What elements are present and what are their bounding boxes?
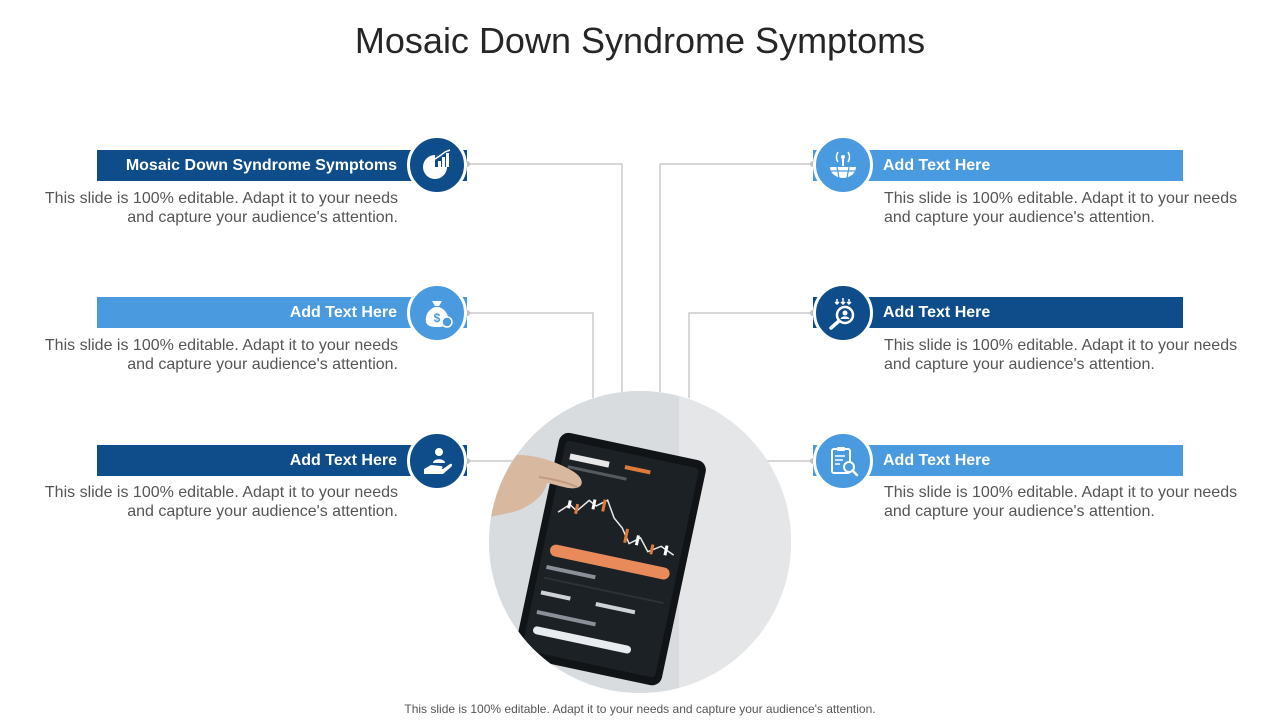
tablet-trading-chart-photo — [489, 391, 791, 693]
hand-person-icon — [424, 448, 453, 474]
item-5-heading: Add Text Here — [813, 297, 1183, 328]
item-3-icon-circle — [407, 431, 467, 491]
item-1-icon-circle — [407, 135, 467, 195]
item-4-heading: Add Text Here — [813, 150, 1183, 181]
money-bag-icon: $ — [425, 301, 453, 328]
item-6-description: This slide is 100% editable. Adapt it to… — [884, 484, 1238, 520]
item-2-description: This slide is 100% editable. Adapt it to… — [44, 337, 398, 373]
globe-signal-icon — [830, 151, 856, 179]
connector-line-2 — [467, 312, 594, 398]
connector-line-5 — [688, 312, 813, 398]
growth-chart-icon — [423, 149, 451, 179]
item-6-heading: Add Text Here — [813, 445, 1183, 476]
item-3-heading: Add Text Here — [97, 445, 467, 476]
connector-line-4 — [659, 163, 813, 392]
item-2-icon-circle: $ — [407, 283, 467, 343]
slide-title: Mosaic Down Syndrome Symptoms — [354, 20, 926, 61]
item-1-description: This slide is 100% editable. Adapt it to… — [44, 190, 398, 226]
item-2-heading: Add Text Here — [97, 297, 467, 328]
svg-text:$: $ — [434, 311, 441, 325]
footer-note: This slide is 100% editable. Adapt it to… — [404, 702, 876, 716]
item-1-heading: Mosaic Down Syndrome Symptoms — [97, 150, 467, 181]
connector-line-1 — [467, 163, 623, 392]
item-3-description: This slide is 100% editable. Adapt it to… — [44, 484, 398, 520]
item-5-icon-circle — [813, 283, 873, 343]
item-4-icon-circle — [813, 135, 873, 195]
item-4-description: This slide is 100% editable. Adapt it to… — [884, 190, 1238, 226]
item-6-icon-circle — [813, 431, 873, 491]
item-5-description: This slide is 100% editable. Adapt it to… — [884, 337, 1238, 373]
magnifier-person-icon — [829, 298, 855, 330]
clipboard-search-icon — [831, 447, 859, 477]
